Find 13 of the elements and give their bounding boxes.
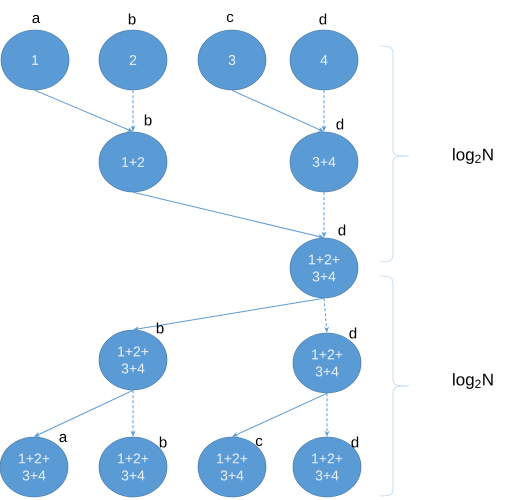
letter-label: b	[144, 114, 152, 126]
letter-label: a	[59, 434, 68, 442]
letter-label: b	[160, 436, 167, 448]
brace-label: log$_{2}$N	[453, 373, 493, 389]
letter-label: d	[351, 436, 358, 448]
letter-label: a	[32, 14, 40, 24]
brace-label: log$_{2}$N	[453, 148, 493, 164]
letter-label: d	[319, 14, 326, 24]
letter-label: d	[338, 224, 346, 236]
letter-label: c	[226, 14, 234, 22]
letter-label: d	[336, 118, 344, 130]
letter-label: c	[256, 438, 262, 446]
letter-label: b	[128, 14, 136, 24]
